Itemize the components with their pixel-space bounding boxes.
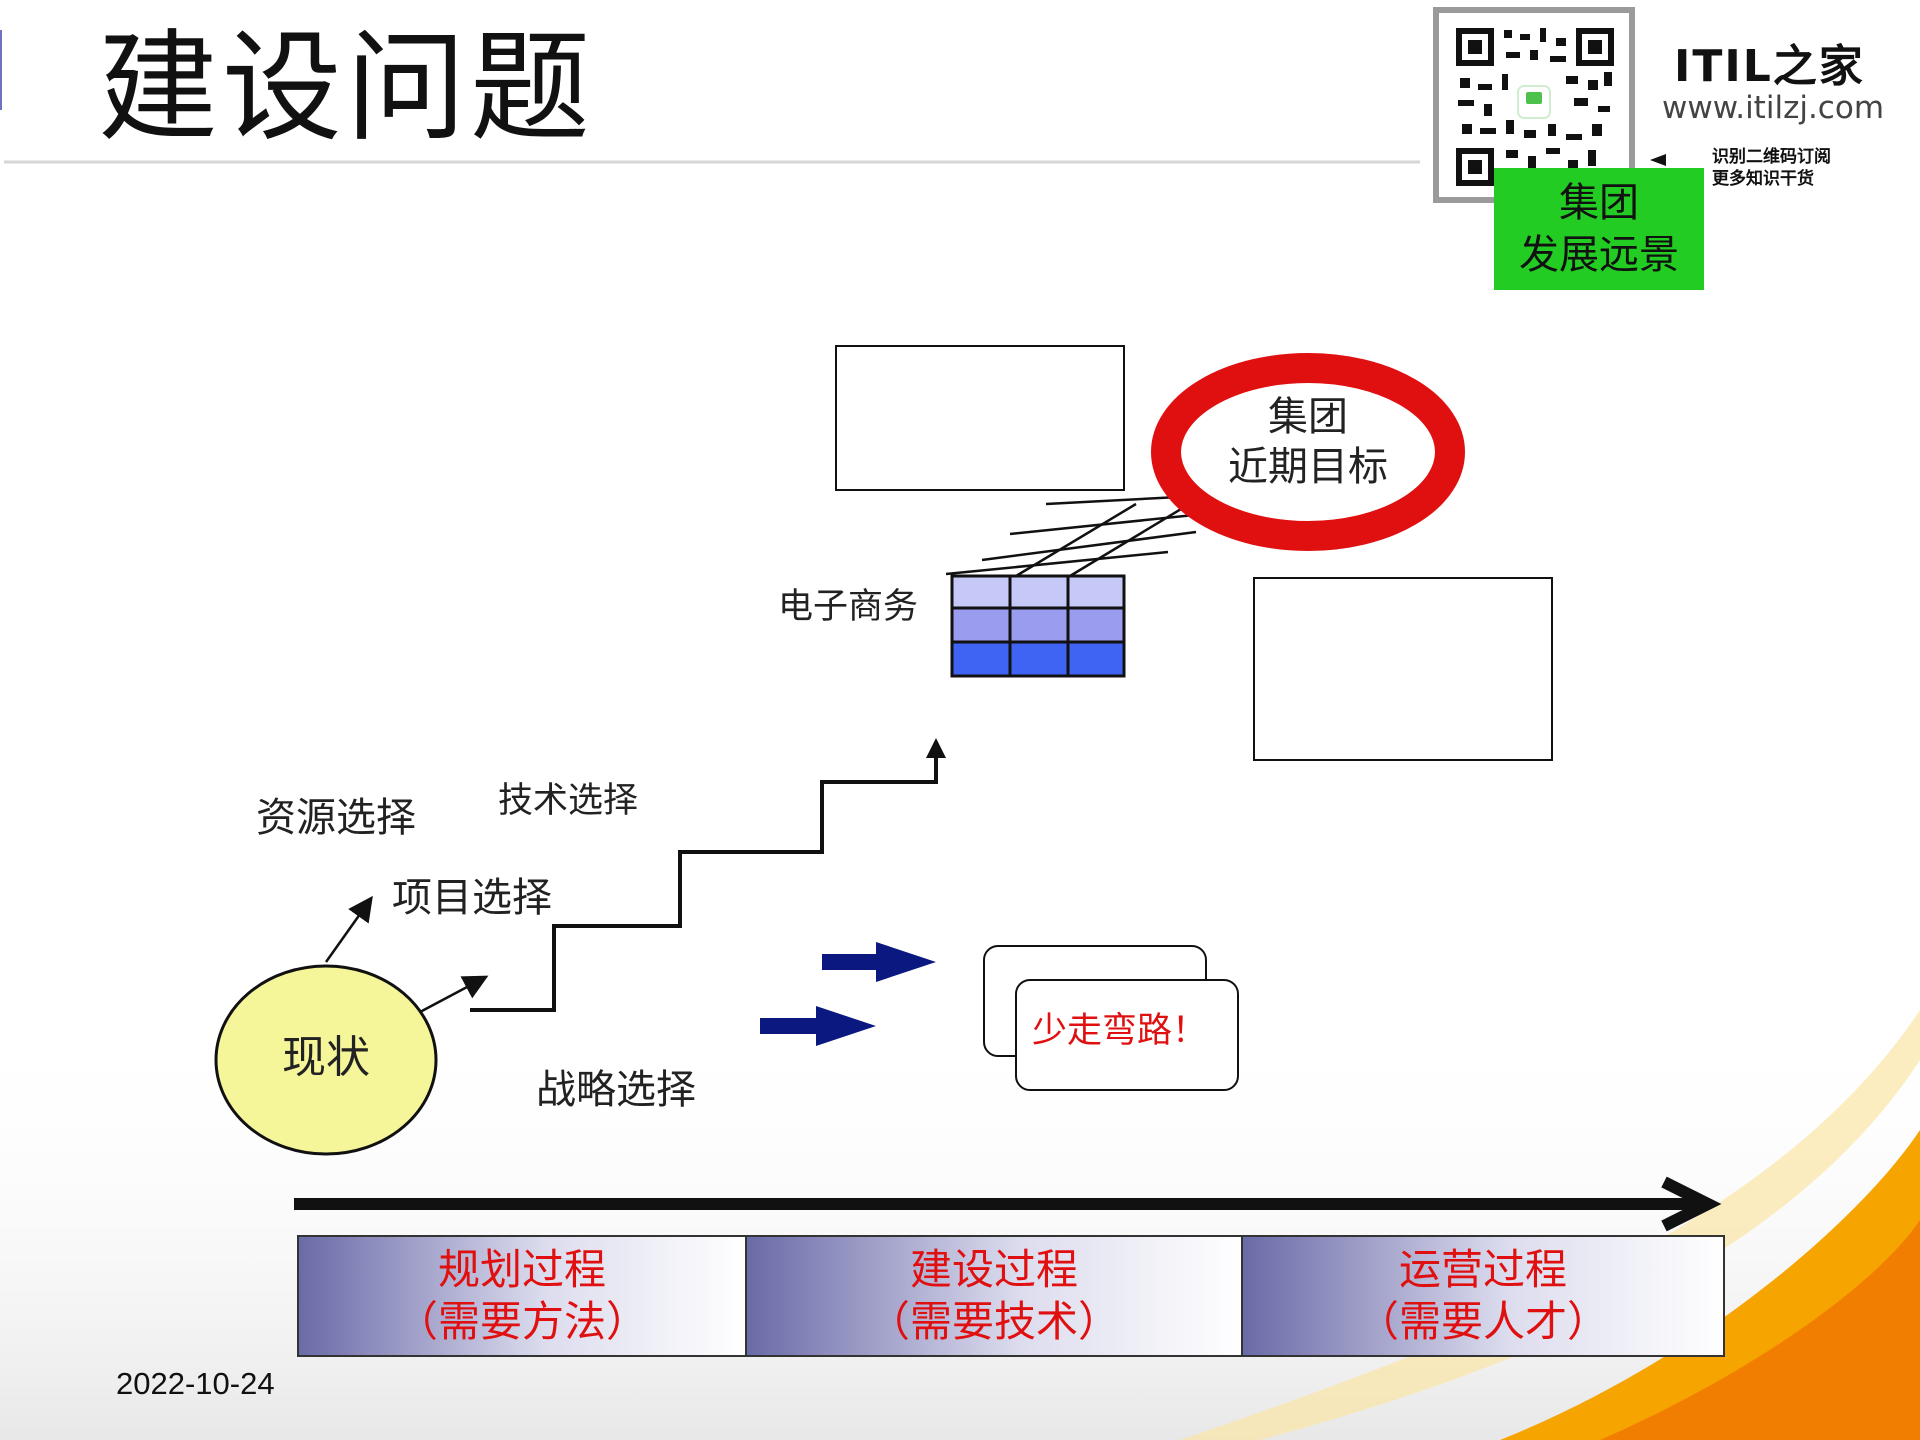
phase-planning-name: 规划过程 (437, 1245, 606, 1294)
goal-ellipse (1151, 353, 1465, 551)
detour-note-text: 少走弯路！ (1032, 1011, 1208, 1051)
status-circle (214, 964, 438, 1156)
project-selection-label: 项目选择 (392, 875, 552, 921)
ecommerce-label: 电子商务 (778, 587, 919, 627)
decor-swoosh-deep (1600, 1220, 1920, 1440)
phase-box-operate (1241, 1235, 1725, 1357)
phase-box-build (745, 1235, 1243, 1357)
phase-build-name: 建设过程 (909, 1245, 1078, 1294)
blue-arrow-lower (760, 1006, 876, 1046)
tech-selection-label: 技术选择 (498, 781, 639, 821)
phase-operate-name: 运营过程 (1398, 1245, 1567, 1294)
status-label: 现状 (282, 1032, 370, 1083)
phase-planning-text: 规划过程 （需要方法） (298, 1244, 746, 1348)
timeline-arrowhead (1661, 1176, 1722, 1232)
goal-line-1: 集团 (1268, 394, 1348, 440)
blue-arrow-upper (822, 942, 936, 982)
ecommerce-grid (950, 574, 1126, 678)
phase-operate-need: （需要人才） (1356, 1297, 1609, 1346)
brand-logo-text: ITIL之家 (1674, 41, 1865, 92)
arrow-to-project (324, 895, 373, 963)
hatch-lines (945, 494, 1205, 578)
goal-line-2: 近期目标 (1228, 444, 1388, 490)
site-url[interactable]: www.itilzj.com (1662, 90, 1885, 126)
subscribe-line-1: 识别二维码订阅 (1712, 147, 1831, 167)
slide-date: 2022-10-24 (116, 1366, 275, 1401)
group-vision-line-2: 发展远景 (1519, 232, 1679, 278)
top-box (835, 345, 1125, 491)
phase-box-planning (297, 1235, 747, 1357)
group-vision-line-1: 集团 (1559, 180, 1639, 226)
arrow-to-strategy (419, 975, 489, 1014)
phase-build-need: （需要技术） (867, 1297, 1120, 1346)
note-card-front (1015, 979, 1239, 1091)
page-title: 建设问题 (98, 19, 594, 158)
goal-ellipse-text: 集团 近期目标 (1208, 392, 1408, 492)
subscribe-line-2: 更多知识干货 (1712, 169, 1814, 189)
strategy-selection-label: 战略选择 (536, 1067, 696, 1113)
phase-build-text: 建设过程 （需要技术） (746, 1244, 1242, 1348)
staircase-line (470, 746, 938, 1012)
pointer-triangle-icon (1650, 154, 1666, 166)
group-vision-box: 集团 发展远景 (1494, 168, 1704, 290)
resource-selection-label: 资源选择 (256, 795, 416, 841)
phase-planning-need: （需要方法） (395, 1297, 648, 1346)
right-box (1253, 577, 1553, 761)
phase-operate-text: 运营过程 （需要人才） (1242, 1244, 1724, 1348)
subscribe-caption: 识别二维码订阅 更多知识干货 (1712, 146, 1912, 190)
